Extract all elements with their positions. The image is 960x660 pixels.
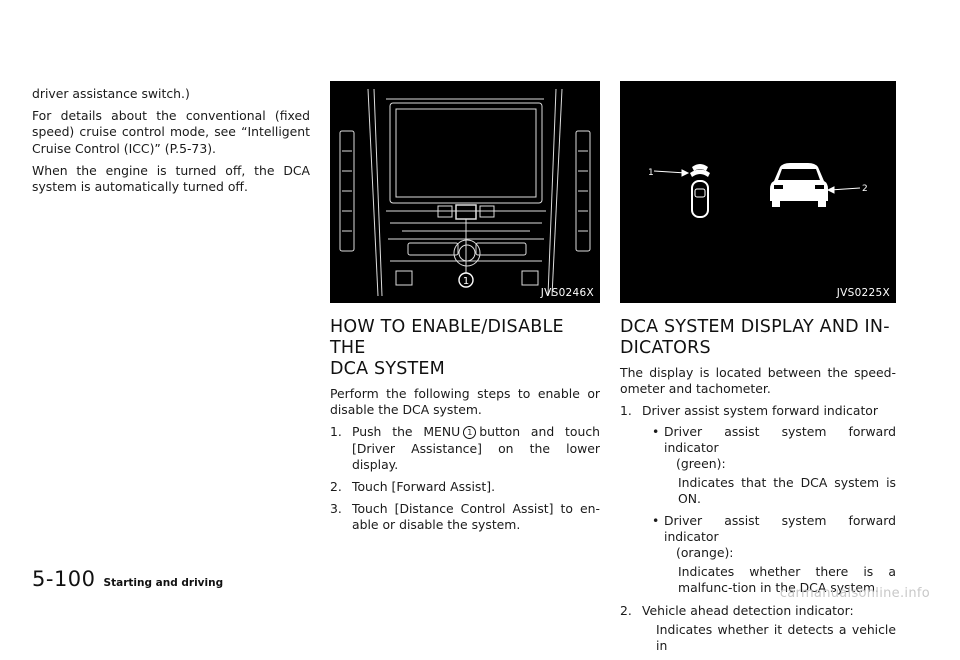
center-console-illustration: 1 <box>339 88 591 297</box>
callout-label: 1 <box>463 276 469 287</box>
bullet-item: Driver assist system forward indicator (… <box>652 513 896 597</box>
section-heading: HOW TO ENABLE/DISABLE THE DCA SYSTEM <box>330 317 564 379</box>
paragraph: For details about the conventional (fixe… <box>32 108 310 156</box>
vehicle-ahead-icon <box>770 163 828 207</box>
callout-label: 2 <box>862 184 868 194</box>
menu-button-marker-icon: 1 <box>463 426 477 440</box>
paragraph: Perform the following steps to enable or… <box>330 386 600 418</box>
driver-assist-forward-indicator <box>690 164 710 218</box>
page-number: 5-100 <box>32 567 96 591</box>
watermark: carmanualsonline.info <box>779 586 930 601</box>
text-column-3: DCA SYSTEM DISPLAY AND IN- DICATORS The … <box>620 317 896 660</box>
text-column-1: driver assistance switch.) For details a… <box>32 86 310 201</box>
paragraph: The display is located between the speed… <box>620 365 896 397</box>
bullet-item: Driver assist system forward indicator (… <box>652 424 896 508</box>
paragraph: driver assistance switch.) <box>32 86 190 101</box>
figure-center-console: 1 JVS0246X <box>330 81 600 303</box>
section-heading: DCA SYSTEM DISPLAY AND IN- DICATORS <box>620 317 890 358</box>
figure-caption: JVS0246X <box>540 287 594 299</box>
callout-label: 1 <box>648 168 654 178</box>
text-column-2: HOW TO ENABLE/DISABLE THE DCA SYSTEM Per… <box>330 317 600 540</box>
list-item: 1. Driver assist system forward indicato… <box>620 403 896 596</box>
indicator-illustration: 1 2 <box>648 163 868 218</box>
paragraph: When the engine is turned off, the DCA s… <box>32 162 310 195</box>
list-item: 3. Touch [Distance Control Assist] to en… <box>330 501 600 533</box>
page-footer: 5-100 Starting and driving <box>32 567 223 591</box>
list-item: 2. Vehicle ahead detection indicator: In… <box>620 602 896 654</box>
figure-caption: JVS0225X <box>836 287 890 299</box>
indicator-list: 1. Driver assist system forward indicato… <box>620 403 896 654</box>
section-name: Starting and driving <box>103 577 224 589</box>
list-item: 2. Touch [Forward Assist]. <box>330 479 496 495</box>
callout-marker <box>458 272 474 288</box>
figure-indicators: 1 2 JVS0225X <box>620 81 896 303</box>
bullet-list: Driver assist system forward indicator (… <box>652 424 896 597</box>
